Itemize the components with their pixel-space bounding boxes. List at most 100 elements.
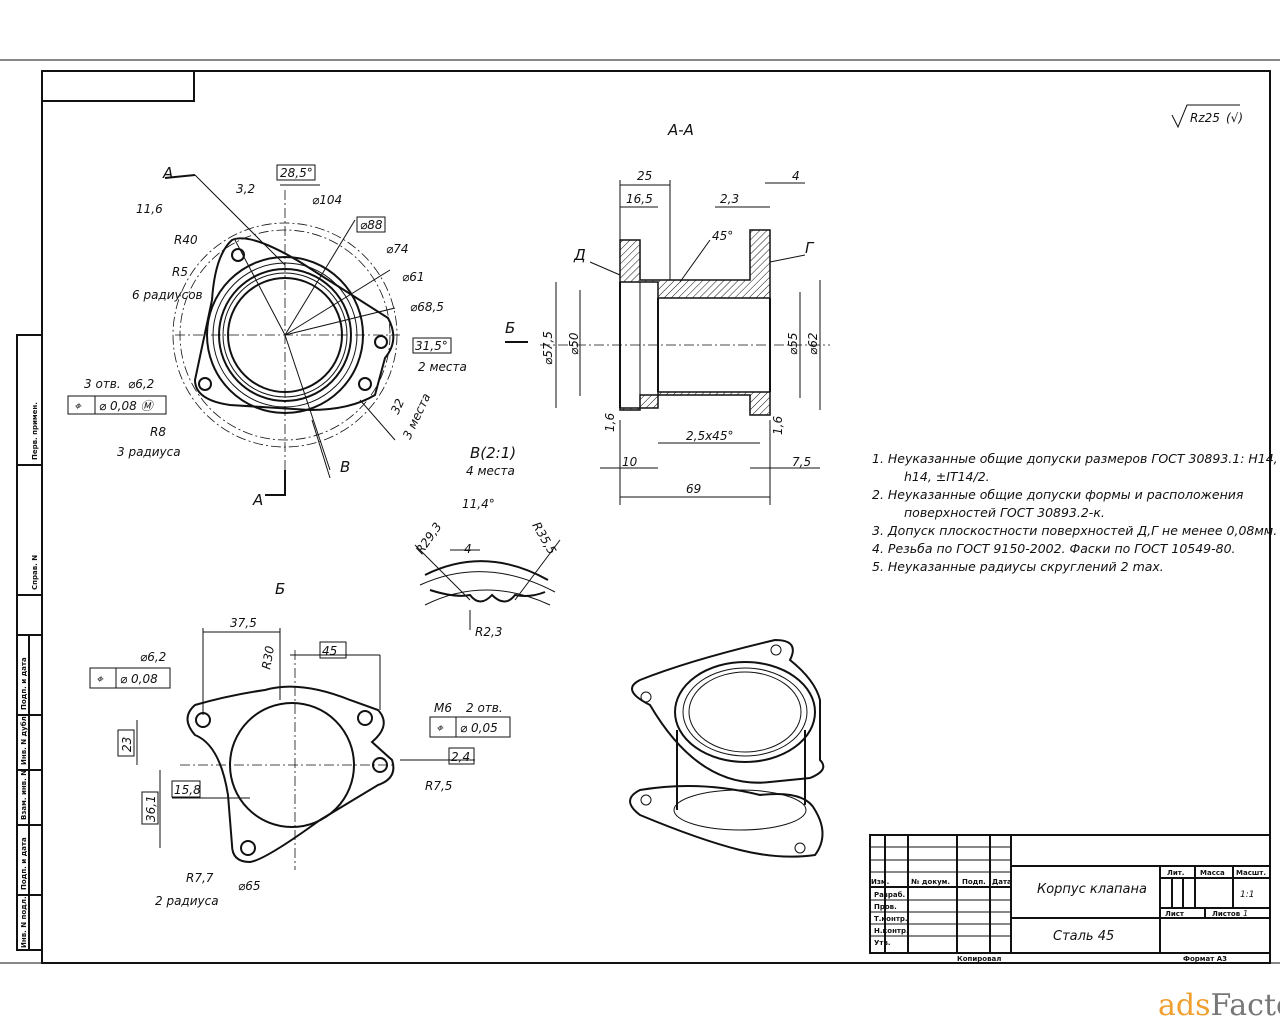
dimension-label: 25 (637, 169, 652, 183)
drawing-line (794, 842, 806, 854)
note-2: 2. Неуказанные общие допуски формы и рас… (872, 487, 1244, 502)
dimension-label: 15,8 (174, 783, 201, 797)
dimension-label: Т.контр. (874, 915, 908, 923)
dimension-label: Взам. инв. N (20, 770, 28, 820)
dimension-label: Лит. (1167, 869, 1184, 877)
dimension-label: Листов (1212, 910, 1241, 918)
dimension-label: 4 места (466, 464, 515, 478)
dimension-label: В(2:1) (470, 444, 516, 462)
view-b: Б 37,5 R30 45 ⌀6,2 ⌖ ⌀ 0,08 M6 2 отв. (89, 580, 511, 908)
drawing-line (284, 334, 331, 471)
drawing-line (171, 780, 201, 798)
dimension-label: ⌀65 (238, 879, 261, 893)
dimension-label: ⌀ 0,08 Ⓜ (99, 399, 155, 413)
detail-v: В(2:1) 4 места R29,3 11,4° 4 R35,5 R2,3 (413, 444, 561, 639)
sheet-frame (0, 59, 1280, 964)
hole-2 (374, 335, 388, 349)
dimension-label: ⌀104 (312, 193, 342, 207)
drawing-line (276, 164, 316, 181)
dimension-label: Б (275, 580, 285, 598)
note-3: 3. Допуск плоскостности поверхностей Д,Г… (872, 523, 1278, 538)
dimension-label: Инв. N подл. (20, 896, 28, 948)
dimension-label: Справ. N (31, 555, 39, 590)
dimension-label: ⌀88 (360, 218, 383, 232)
drawing-line (429, 716, 511, 738)
drawing-line (218, 268, 352, 402)
drawing-line (311, 419, 331, 479)
dimension-label: R35,5 (529, 520, 559, 557)
drawing-line (359, 399, 396, 441)
dimension-label: R5 (172, 265, 188, 279)
dimension-label: 2,4 (451, 750, 470, 764)
dimension-label: ⌀55 (786, 333, 800, 356)
drawing-line (265, 470, 286, 496)
dimension-label: ⌀57,5 (541, 331, 555, 365)
dimension-label: ⌀62 (806, 333, 820, 356)
dimension-label: M6 (434, 701, 452, 715)
drawing-line (222, 272, 348, 398)
drawing-line (212, 262, 358, 408)
dimension-label: Подп. и дата (20, 837, 28, 890)
dimension-label: ⌖ (96, 672, 104, 686)
title-block: Изм. № докум. Подп. Дата Разраб. Пров. Т… (869, 834, 1271, 963)
drawing-line (179, 229, 391, 441)
drawing-line (206, 256, 364, 414)
drawing-line (682, 667, 808, 757)
dimension-label: 45 (322, 644, 337, 658)
dimension-label: Формат А3 (1183, 955, 1227, 963)
dimension-label: 28,5° (280, 166, 313, 180)
drawing-line (619, 229, 771, 299)
dimension-label: 10 (622, 455, 638, 469)
dimension-label: 2 места (418, 360, 467, 374)
dimension-label: R30 (259, 644, 277, 670)
dimension-label: ⌀74 (386, 242, 409, 256)
dimension-label: 2,5x45° (686, 429, 733, 443)
dimension-label: 1,6 (771, 416, 785, 435)
drawing-line (631, 638, 825, 784)
drawing-line (357, 710, 373, 726)
note-5: 5. Неуказанные радиусы скруглений 2 max. (872, 559, 1164, 574)
part-name: Корпус клапана (1037, 882, 1147, 897)
drawing-line (1171, 104, 1240, 129)
dimension-label: R29,3 (413, 520, 445, 557)
drawing-line (412, 337, 452, 354)
dimension-label: 4 (792, 169, 800, 183)
drawing-line (640, 794, 652, 806)
dimension-label: Rz25 (1190, 111, 1220, 125)
dimension-label: 1:1 (1240, 890, 1254, 900)
drawing-line (356, 216, 386, 233)
dimension-label: А-А (667, 121, 694, 139)
dimension-label: ⌀6,2 (128, 377, 154, 391)
dimension-label: R7,7 (186, 871, 214, 885)
dimension-label: 3 отв. (84, 377, 121, 391)
dimension-label: В (340, 458, 350, 476)
dimension-label: ⌀68,5 (410, 300, 444, 314)
drawing-line (141, 791, 159, 825)
drawing-line (284, 219, 356, 336)
drawing-line (674, 661, 816, 763)
drawing-line (769, 254, 806, 263)
drawing-line (89, 667, 171, 689)
drawing-line (688, 671, 802, 753)
drawing-line (240, 840, 256, 856)
drawing-line (429, 589, 546, 603)
material: Сталь 45 (1053, 929, 1114, 944)
drawing-line (284, 269, 391, 336)
drawing-line (284, 307, 396, 336)
dimension-label: Подп. (962, 878, 986, 886)
dimension-label: Дата (992, 878, 1012, 886)
drawing-line (227, 277, 343, 393)
dimension-label: Б (505, 319, 515, 337)
dimension-label: Масшт. (1236, 869, 1266, 877)
dimension-label: 2 отв. (466, 701, 503, 715)
drawing-line (673, 789, 807, 831)
note-1-cont: h14, ±IT14/2. (904, 469, 990, 484)
drawing-line (424, 560, 549, 581)
dimension-label: Д (573, 246, 586, 264)
dimension-label: А (252, 491, 263, 509)
drawing-line (514, 539, 561, 601)
drawing-line (67, 395, 167, 415)
drawing-line (193, 237, 395, 412)
dimension-label: 11,6 (136, 202, 163, 216)
